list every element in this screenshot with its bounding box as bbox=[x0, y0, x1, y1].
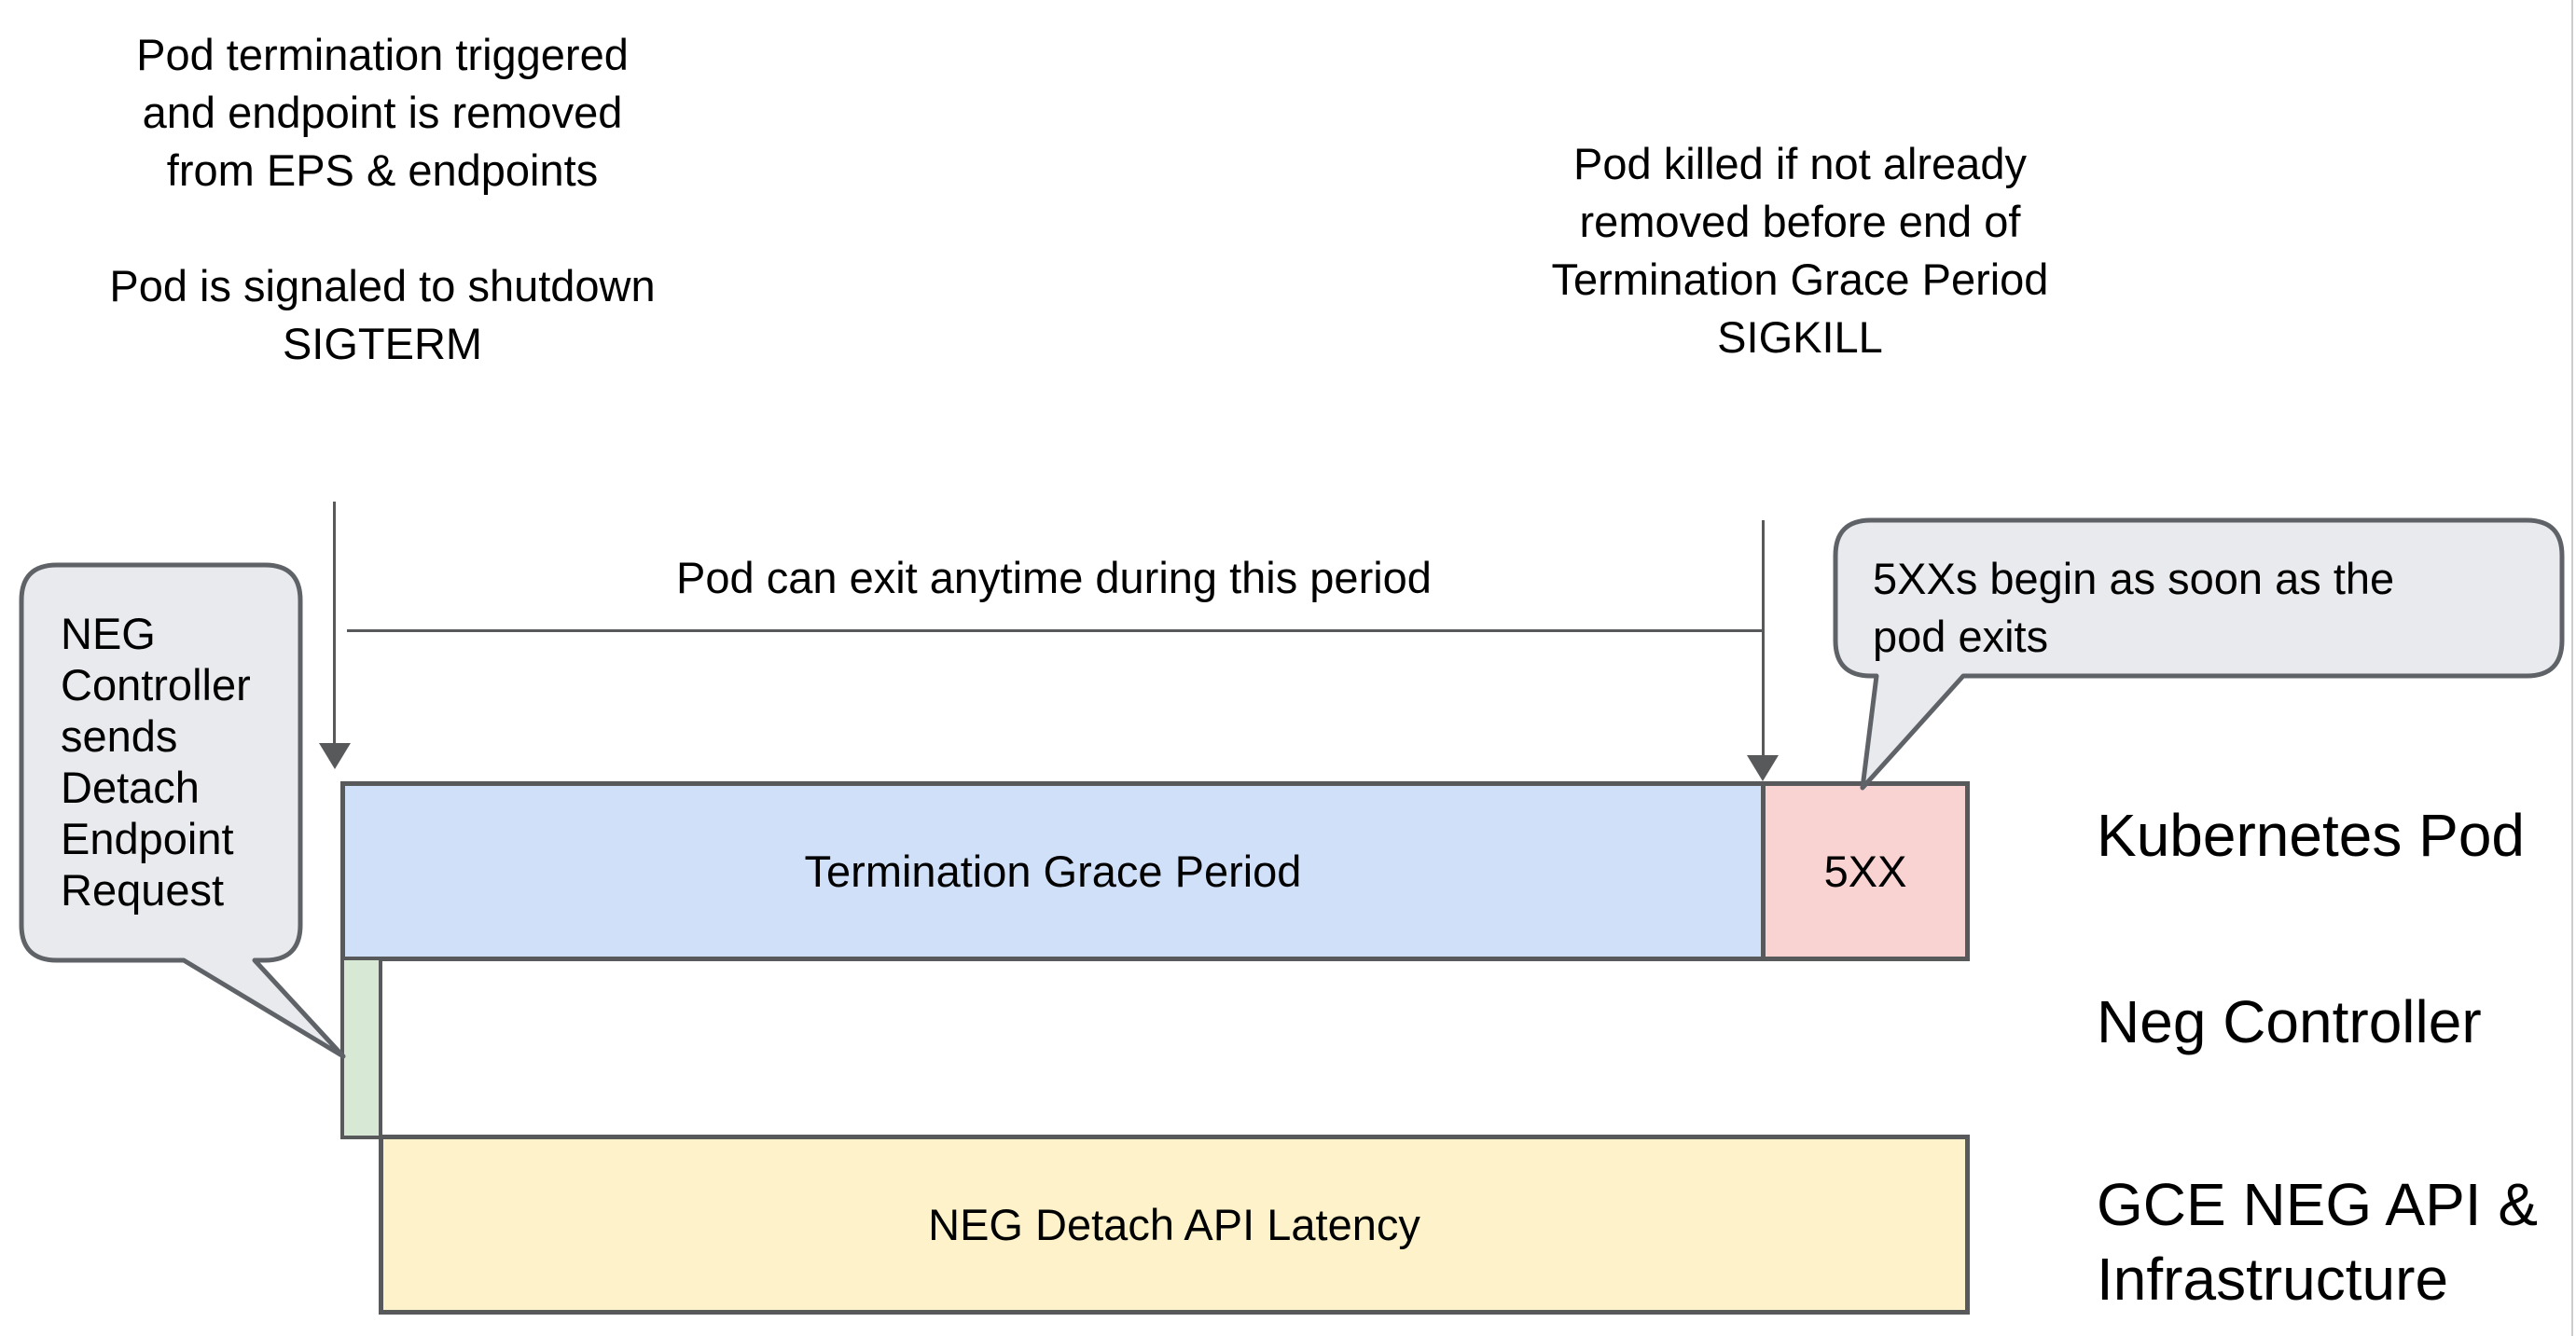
exit-period-label: Pod can exit anytime during this period bbox=[676, 553, 1432, 602]
exit-period-line bbox=[347, 629, 1763, 632]
five-xx-bar: 5XX bbox=[1761, 781, 1970, 961]
sigkill-arrow-line bbox=[1762, 520, 1765, 757]
termination-grace-period-bar: Termination Grace Period bbox=[340, 781, 1766, 961]
sigkill-down-arrow-icon bbox=[1747, 755, 1779, 781]
five-xx-callout-bubble bbox=[1833, 517, 2565, 791]
neg-controller-callout-bubble bbox=[19, 562, 346, 1059]
five-xx-bar-label: 5XX bbox=[1823, 847, 1907, 896]
page-edge-line bbox=[2571, 0, 2573, 1336]
neg-detach-api-latency-bar: NEG Detach API Latency bbox=[379, 1135, 1970, 1315]
lane-label-neg-controller: Neg Controller bbox=[2097, 988, 2482, 1055]
lane-label-gce-neg-api: GCE NEG API &Infrastructure bbox=[2097, 1171, 2539, 1313]
lane-label-kubernetes-pod: Kubernetes Pod bbox=[2097, 802, 2525, 869]
neg-detach-request-bar bbox=[340, 957, 382, 1139]
sigterm-arrow-line bbox=[333, 502, 336, 746]
termination-grace-period-label: Termination Grace Period bbox=[804, 847, 1302, 896]
neg-detach-api-latency-label: NEG Detach API Latency bbox=[928, 1200, 1420, 1249]
sigterm-down-arrow-icon bbox=[319, 743, 351, 769]
